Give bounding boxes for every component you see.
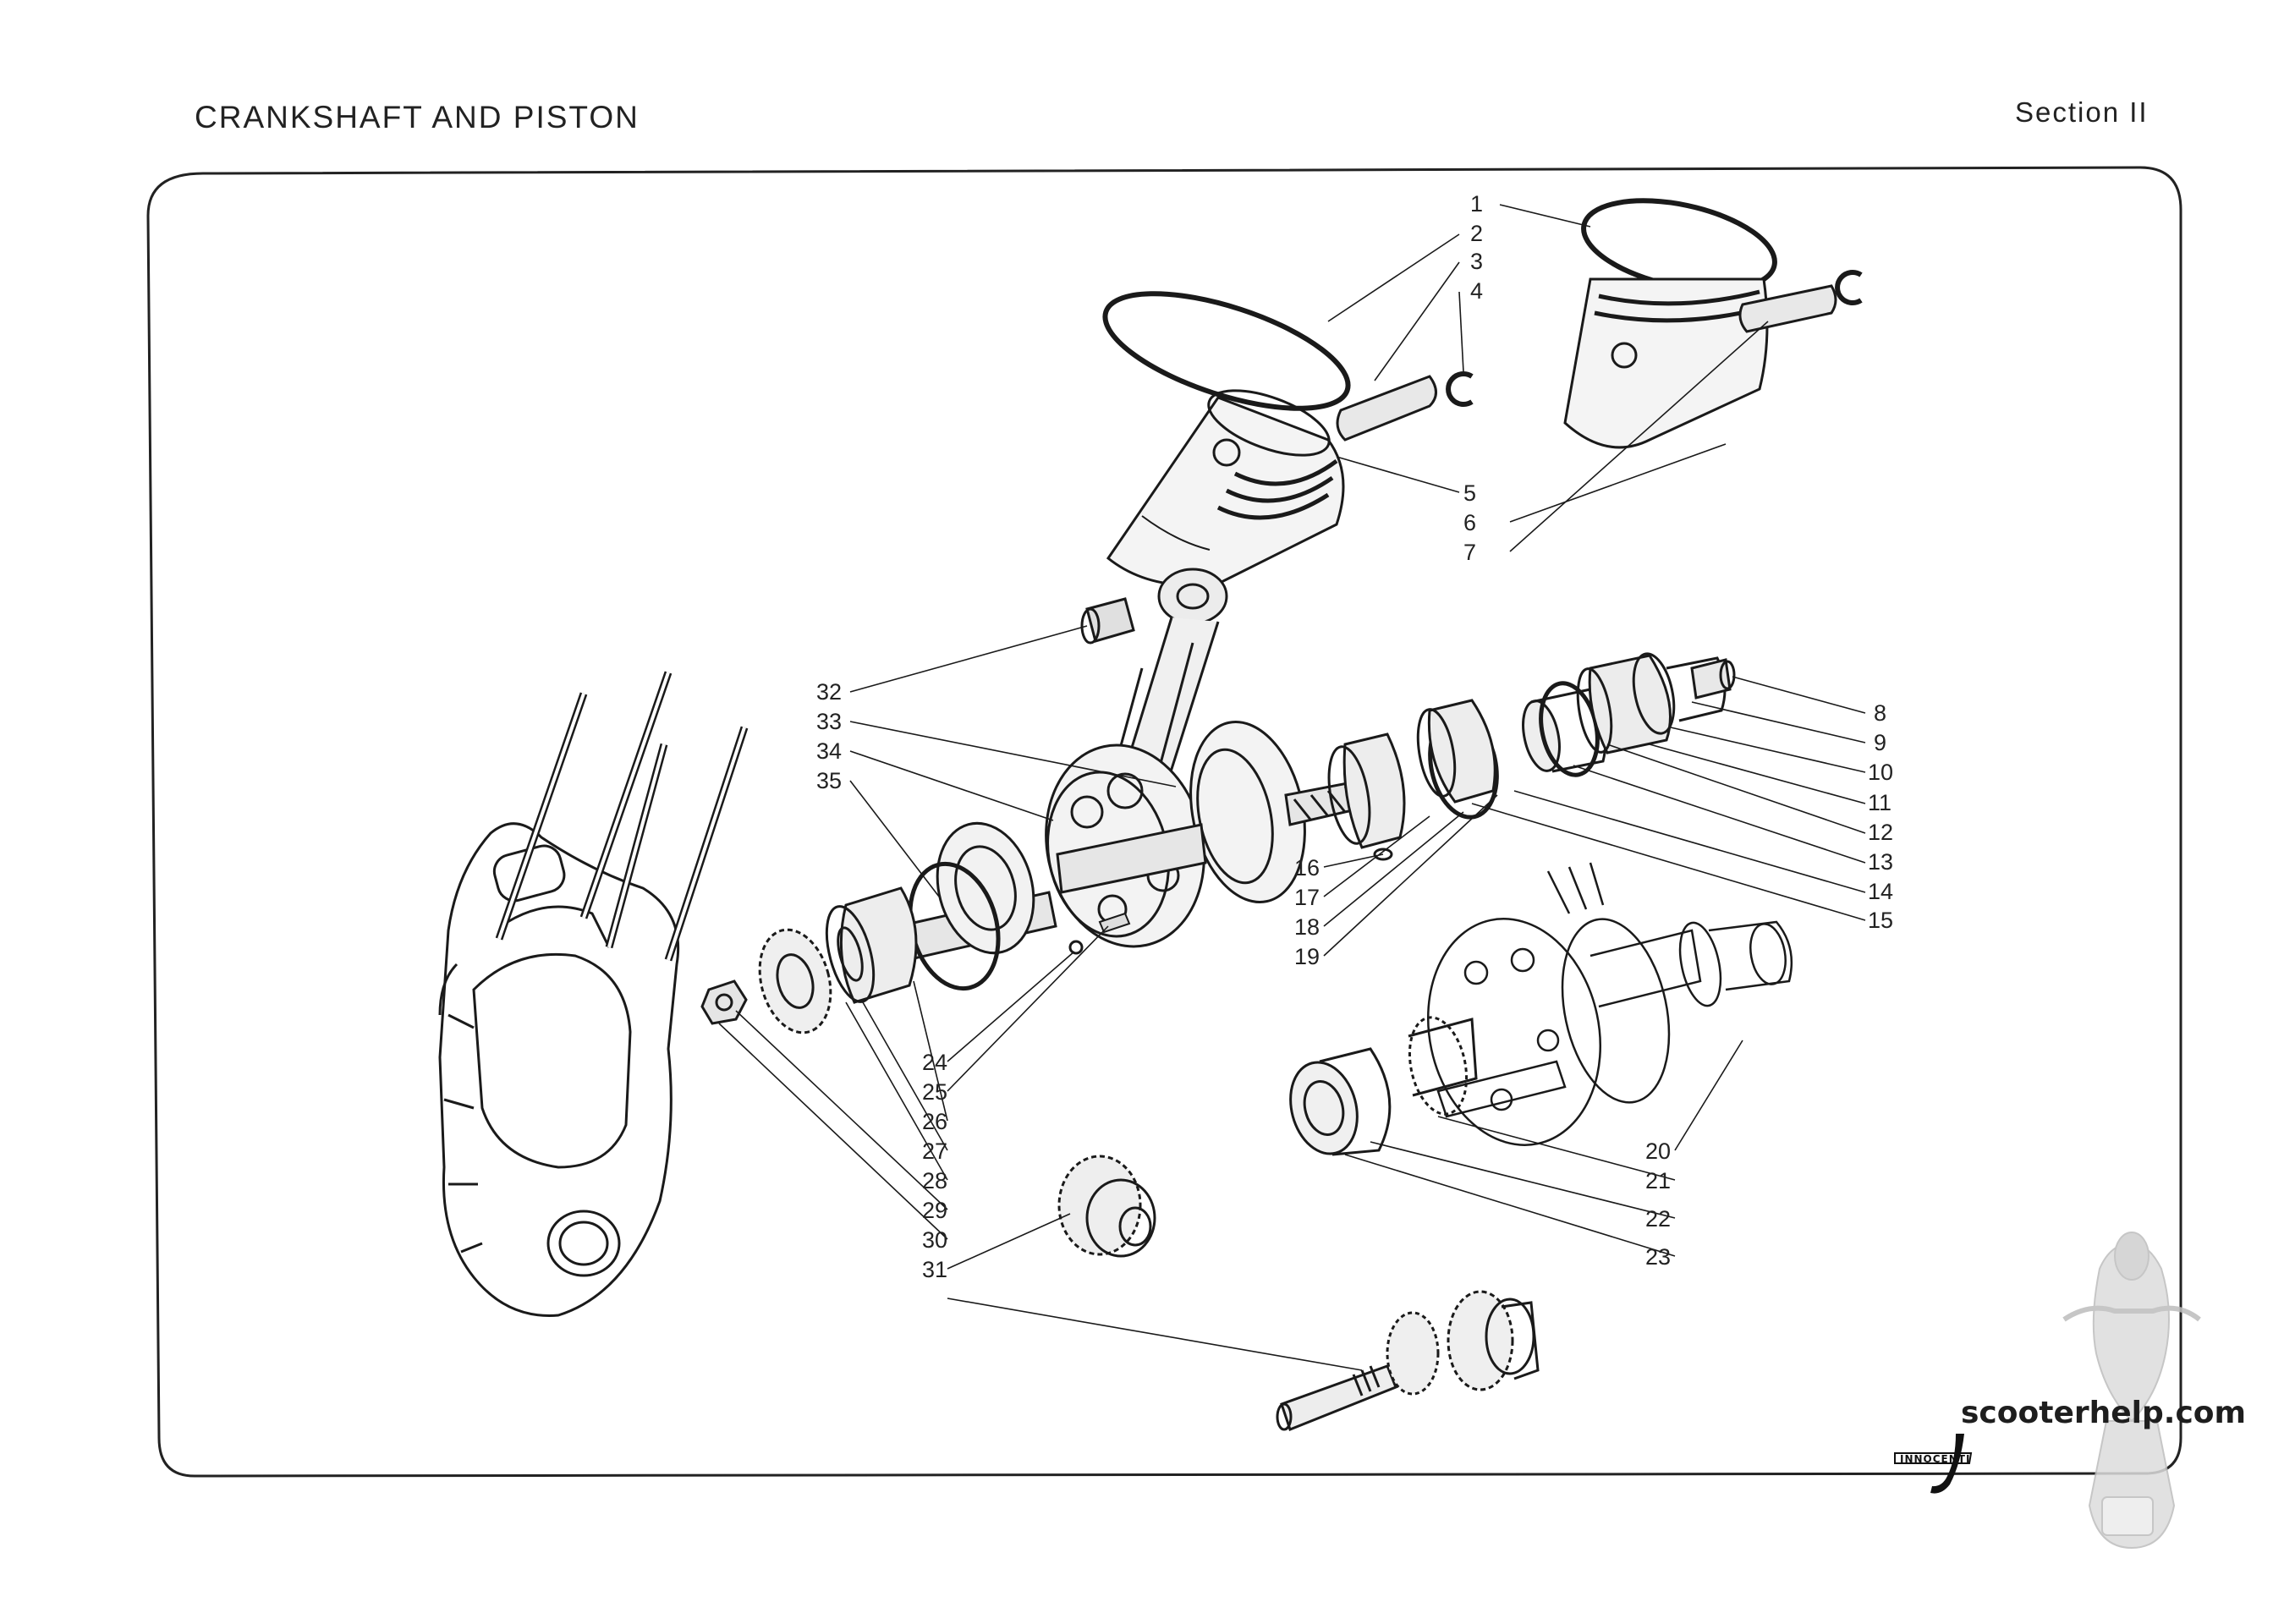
small-end-bush-icon — [1080, 597, 1135, 645]
connecting-rod-icon — [1115, 568, 1228, 784]
callout-18: 18 — [1294, 914, 1320, 940]
piston-ring-icon — [1102, 291, 1351, 411]
callout-1: 1 — [1470, 191, 1483, 217]
bearing-icon — [1289, 1047, 1392, 1156]
scooter-watermark-icon — [2062, 1232, 2201, 1550]
callout-9: 9 — [1874, 730, 1886, 755]
callout-25: 25 — [922, 1079, 947, 1105]
callout-31: 31 — [922, 1257, 947, 1282]
callout-5: 5 — [1463, 480, 1476, 506]
callout-10: 10 — [1868, 760, 1893, 785]
piston-icon — [1102, 291, 1351, 587]
bearing-icon — [825, 886, 918, 1004]
callout-8: 8 — [1874, 700, 1886, 726]
crankcase-icon — [438, 671, 749, 1317]
shaft-end-icon — [1690, 658, 1736, 700]
watermark-text: scooterhelp.com — [1961, 1396, 2246, 1430]
callout-6: 6 — [1463, 510, 1476, 535]
callout-14: 14 — [1868, 879, 1893, 904]
callout-34: 34 — [816, 738, 842, 764]
callout-20: 20 — [1645, 1138, 1671, 1164]
callout-30: 30 — [922, 1227, 947, 1253]
callout-7: 7 — [1463, 540, 1476, 565]
callout-21: 21 — [1645, 1168, 1671, 1193]
callout-13: 13 — [1868, 849, 1893, 875]
brand-logo-text: INNOCENTI — [1900, 1453, 1970, 1465]
bearing-icon — [1576, 654, 1672, 754]
callout-17: 17 — [1294, 885, 1320, 910]
callout-11: 11 — [1868, 790, 1891, 815]
callout-2: 2 — [1470, 221, 1483, 246]
callout-27: 27 — [922, 1138, 947, 1164]
callout-labels: 1 2 3 4 5 6 7 8 9 10 11 12 13 14 15 16 1… — [816, 191, 1893, 1282]
diagram-frame — [146, 166, 2182, 1478]
callout-22: 22 — [1645, 1206, 1671, 1232]
gear-icon — [758, 928, 832, 1034]
callout-19: 19 — [1294, 944, 1320, 969]
callout-33: 33 — [816, 709, 842, 734]
callout-24: 24 — [922, 1050, 947, 1075]
innocenti-logo: INNOCENTI — [1894, 1434, 1973, 1494]
callout-32: 32 — [816, 679, 842, 705]
gear-icon — [1408, 1016, 1478, 1116]
gudgeon-pin-icon — [1336, 375, 1437, 442]
gudgeon-pin-icon — [1738, 284, 1837, 333]
callout-16: 16 — [1294, 855, 1320, 881]
callout-28: 28 — [922, 1168, 947, 1193]
pin-icon — [1068, 940, 1084, 955]
circlip-icon — [1446, 371, 1474, 407]
bearing-icon — [1416, 699, 1496, 804]
layshaft-icon — [1276, 1290, 1540, 1431]
callout-29: 29 — [922, 1198, 947, 1223]
callout-26: 26 — [922, 1109, 947, 1134]
callout-23: 23 — [1645, 1244, 1671, 1270]
piston-icon — [1563, 198, 1777, 449]
bearing-icon — [1327, 732, 1406, 849]
circlip-icon — [1835, 270, 1863, 305]
gear-icon — [1057, 1155, 1156, 1258]
leader-lines — [718, 204, 1866, 1371]
page-title: CRANKSHAFT AND PISTON — [195, 100, 640, 134]
section-label: Section II — [2015, 96, 2149, 128]
callout-4: 4 — [1470, 278, 1483, 304]
callout-3: 3 — [1470, 249, 1483, 274]
nut-icon — [700, 979, 748, 1025]
washer-icon — [1373, 848, 1393, 861]
crankshaft-icon — [1426, 862, 1793, 1146]
callout-12: 12 — [1868, 820, 1893, 845]
callout-15: 15 — [1868, 908, 1893, 933]
callout-35: 35 — [816, 768, 842, 793]
